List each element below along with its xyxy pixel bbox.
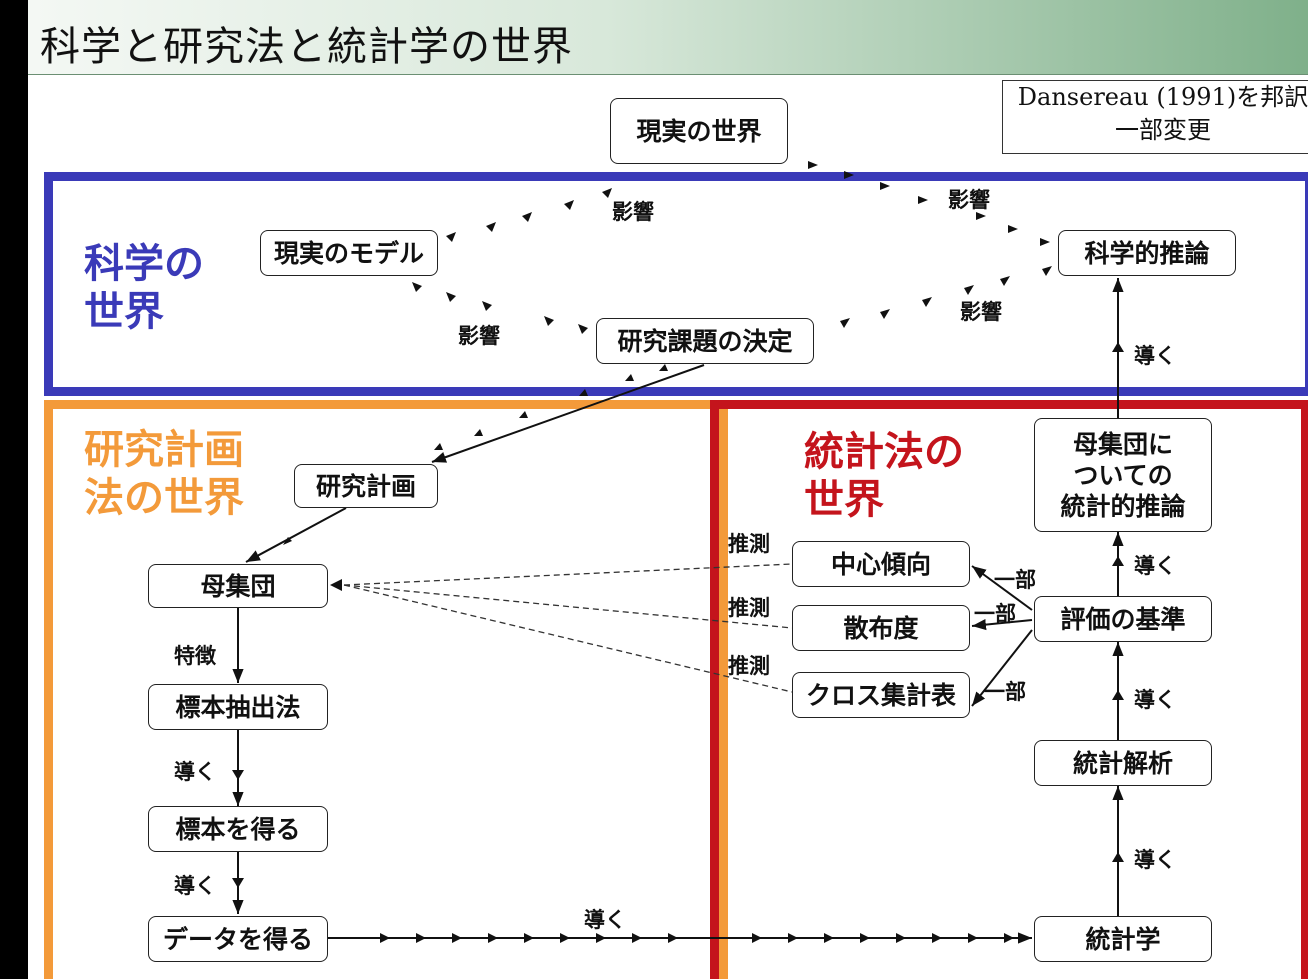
label-influence-4: 影響	[458, 324, 500, 348]
box-statistics: 統計学	[1034, 916, 1212, 962]
source-note-line1: Dansereau (1991)を邦訳	[1017, 83, 1308, 111]
influence-dotted-arrows	[412, 161, 1052, 334]
label-part-3: 一部	[984, 680, 1026, 704]
box-population-inference-line1: 母集団に	[1072, 429, 1173, 459]
box-real-model: 現実のモデル	[260, 230, 438, 276]
science-world-frame	[44, 172, 1308, 396]
statistics-world-frame	[710, 400, 1308, 979]
box-statistical-analysis: 統計解析	[1034, 740, 1212, 786]
label-influence-3: 影響	[960, 300, 1002, 324]
label-influence-1: 影響	[612, 200, 654, 224]
label-leads-5: 導く	[174, 760, 216, 784]
box-population: 母集団	[148, 564, 328, 608]
label-estimate-1: 推測	[728, 532, 770, 556]
box-cross-table: クロス集計表	[792, 672, 970, 718]
box-research-topic: 研究課題の決定	[596, 318, 814, 364]
label-part-2: 一部	[974, 602, 1016, 626]
diagram-connectors	[232, 161, 1124, 944]
label-leads-2: 導く	[1134, 554, 1176, 578]
statistics-world-title-line1: 統計法の	[804, 429, 964, 475]
statistics-world-title: 統計法の 世界	[804, 428, 964, 524]
label-leads-4: 導く	[1134, 848, 1176, 872]
science-world-title-line1: 科学の	[84, 241, 204, 287]
science-world-title-line2: 世界	[84, 289, 164, 335]
research-world-frame	[44, 400, 728, 979]
box-sampling-method: 標本抽出法	[148, 684, 328, 730]
statistics-world-title-line2: 世界	[804, 477, 884, 523]
box-research-plan: 研究計画	[294, 464, 438, 508]
source-note: Dansereau (1991)を邦訳 一部変更	[1002, 80, 1308, 154]
research-world-title-line1: 研究計画	[84, 427, 244, 473]
label-influence-2: 影響	[948, 188, 990, 212]
box-dispersion: 散布度	[792, 605, 970, 651]
label-leads-6: 導く	[174, 874, 216, 898]
box-population-inference: 母集団に ついての 統計的推論	[1034, 418, 1212, 532]
box-scientific-inference: 科学的推論	[1058, 230, 1236, 276]
box-population-inference-line2: ついての	[1073, 460, 1173, 490]
title-bar: 科学と研究法と統計学の世界	[28, 0, 1308, 75]
label-leads-7: 導く	[584, 908, 626, 932]
label-estimate-3: 推測	[728, 654, 770, 678]
box-real-world: 現実の世界	[610, 98, 788, 164]
research-world-title: 研究計画 法の世界	[84, 426, 244, 522]
box-evaluation-criteria: 評価の基準	[1034, 596, 1212, 642]
box-population-inference-line3: 統計的推論	[1060, 491, 1186, 521]
label-feature: 特徴	[174, 644, 216, 668]
box-central-tendency: 中心傾向	[792, 541, 970, 587]
label-estimate-2: 推測	[728, 596, 770, 620]
label-part-1: 一部	[994, 568, 1036, 592]
slide: 科学と研究法と統計学の世界 Dansereau (1991)を邦訳 一部変更 科…	[28, 0, 1308, 979]
source-note-line2: 一部変更	[1115, 116, 1211, 144]
slide-title: 科学と研究法と統計学の世界	[40, 24, 573, 70]
box-get-sample: 標本を得る	[148, 806, 328, 852]
label-leads-1: 導く	[1134, 344, 1176, 368]
box-get-data: データを得る	[148, 916, 328, 962]
science-world-title: 科学の 世界	[84, 240, 204, 336]
label-leads-3: 導く	[1134, 688, 1176, 712]
research-world-title-line2: 法の世界	[84, 475, 244, 521]
